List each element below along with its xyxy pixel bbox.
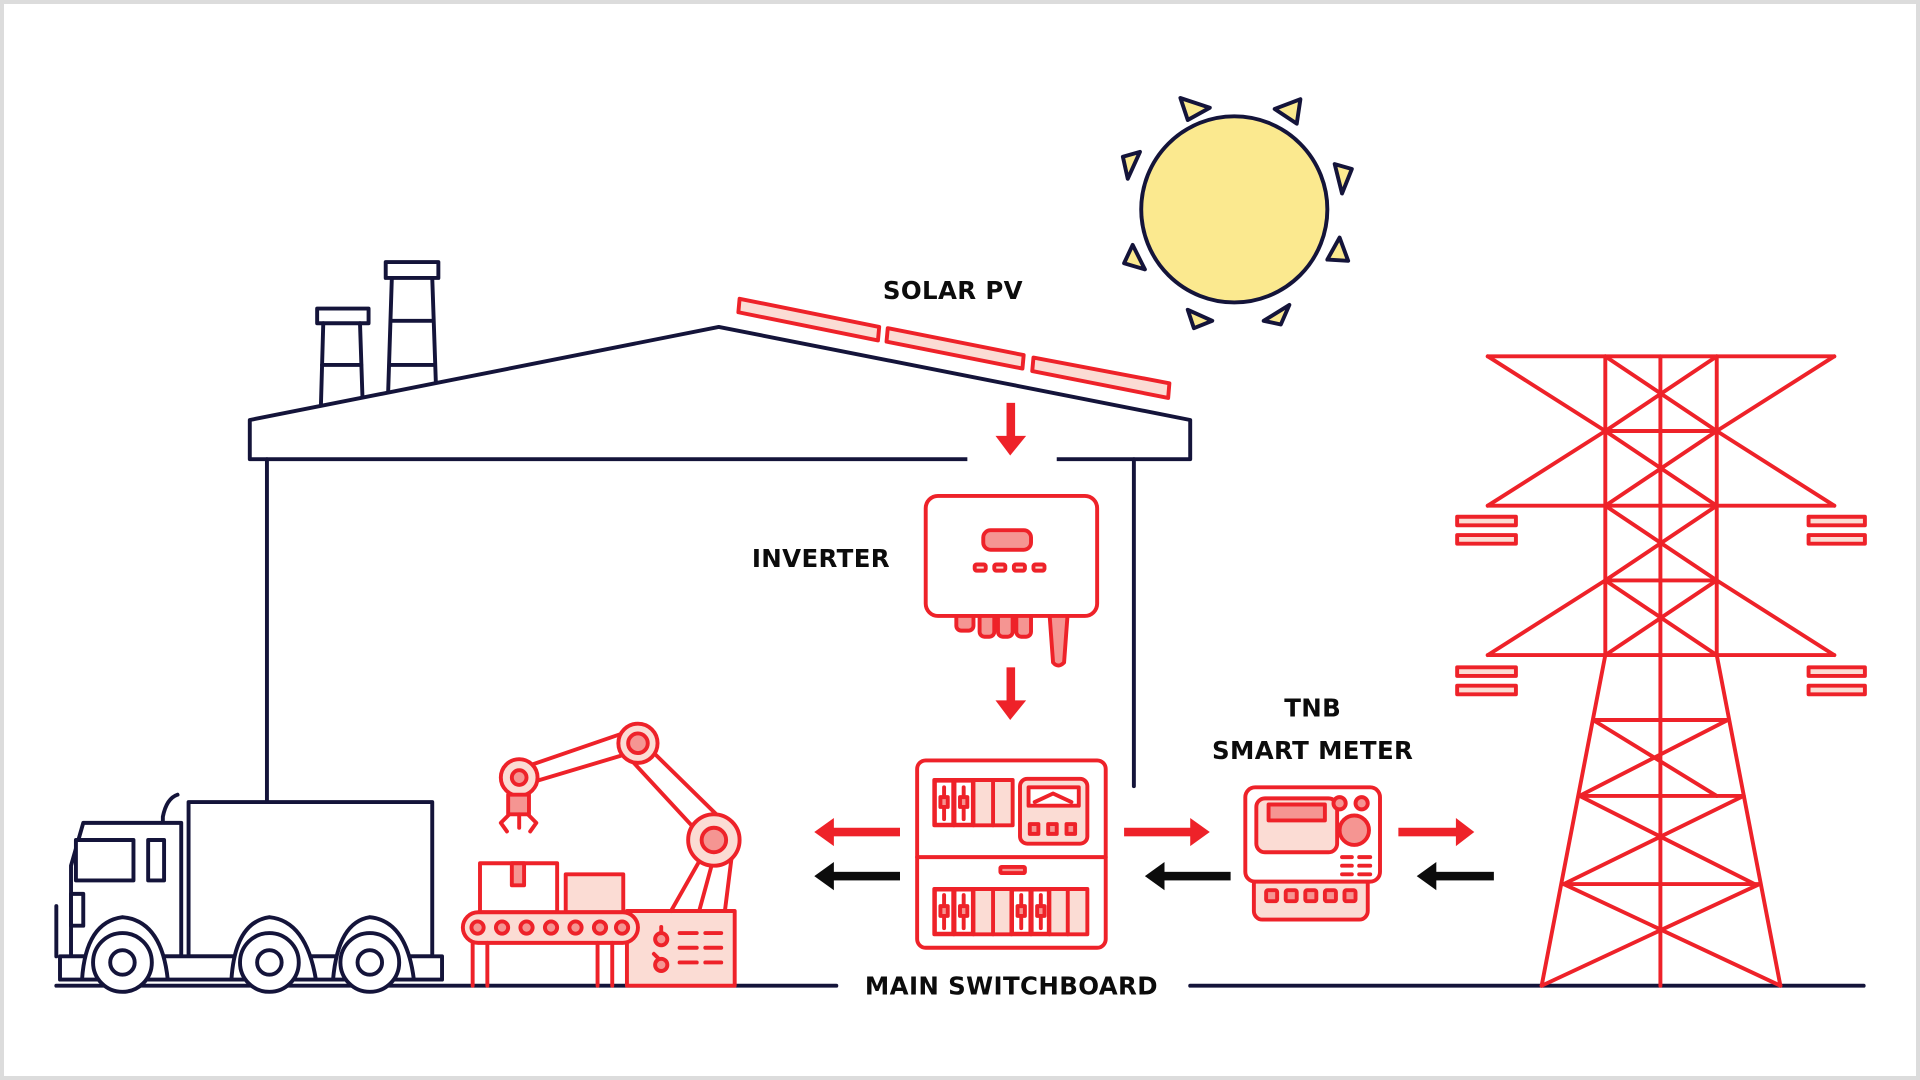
smart-meter-icon (1243, 785, 1382, 922)
switchboard-icon (915, 758, 1108, 950)
smart-meter-label-line2: SMART METER (1212, 736, 1413, 765)
chimney-right (383, 260, 441, 394)
arrow-inverter-to-switchboard (995, 667, 1027, 720)
truck-icon (54, 792, 444, 994)
arrow-grid-to-loads (814, 862, 900, 891)
solar-pv-label: SOLAR PV (883, 276, 1023, 305)
chimney-left (315, 306, 371, 411)
smart-meter-label-line1: TNB (1284, 693, 1341, 722)
pylon-icon (1455, 354, 1867, 988)
main-switchboard-label: MAIN SWITCHBOARD (865, 971, 1158, 1000)
arrow-switchboard-to-loads (814, 817, 900, 847)
inverter-label: INVERTER (752, 544, 890, 573)
arrow-switchboard-to-meter (1124, 817, 1210, 847)
solar-panel-icon (736, 296, 1172, 400)
arrow-meter-to-grid (1398, 817, 1475, 847)
arrow-meter-to-switchboard (1144, 862, 1231, 891)
arrow-grid-to-meter (1416, 862, 1494, 891)
inverter-icon (923, 493, 1100, 668)
sun-icon (1120, 96, 1354, 331)
factory-building-icon (247, 260, 1193, 804)
arrow-solar-to-inverter (995, 402, 1027, 456)
robotic-arm-conveyor-icon (460, 721, 742, 988)
